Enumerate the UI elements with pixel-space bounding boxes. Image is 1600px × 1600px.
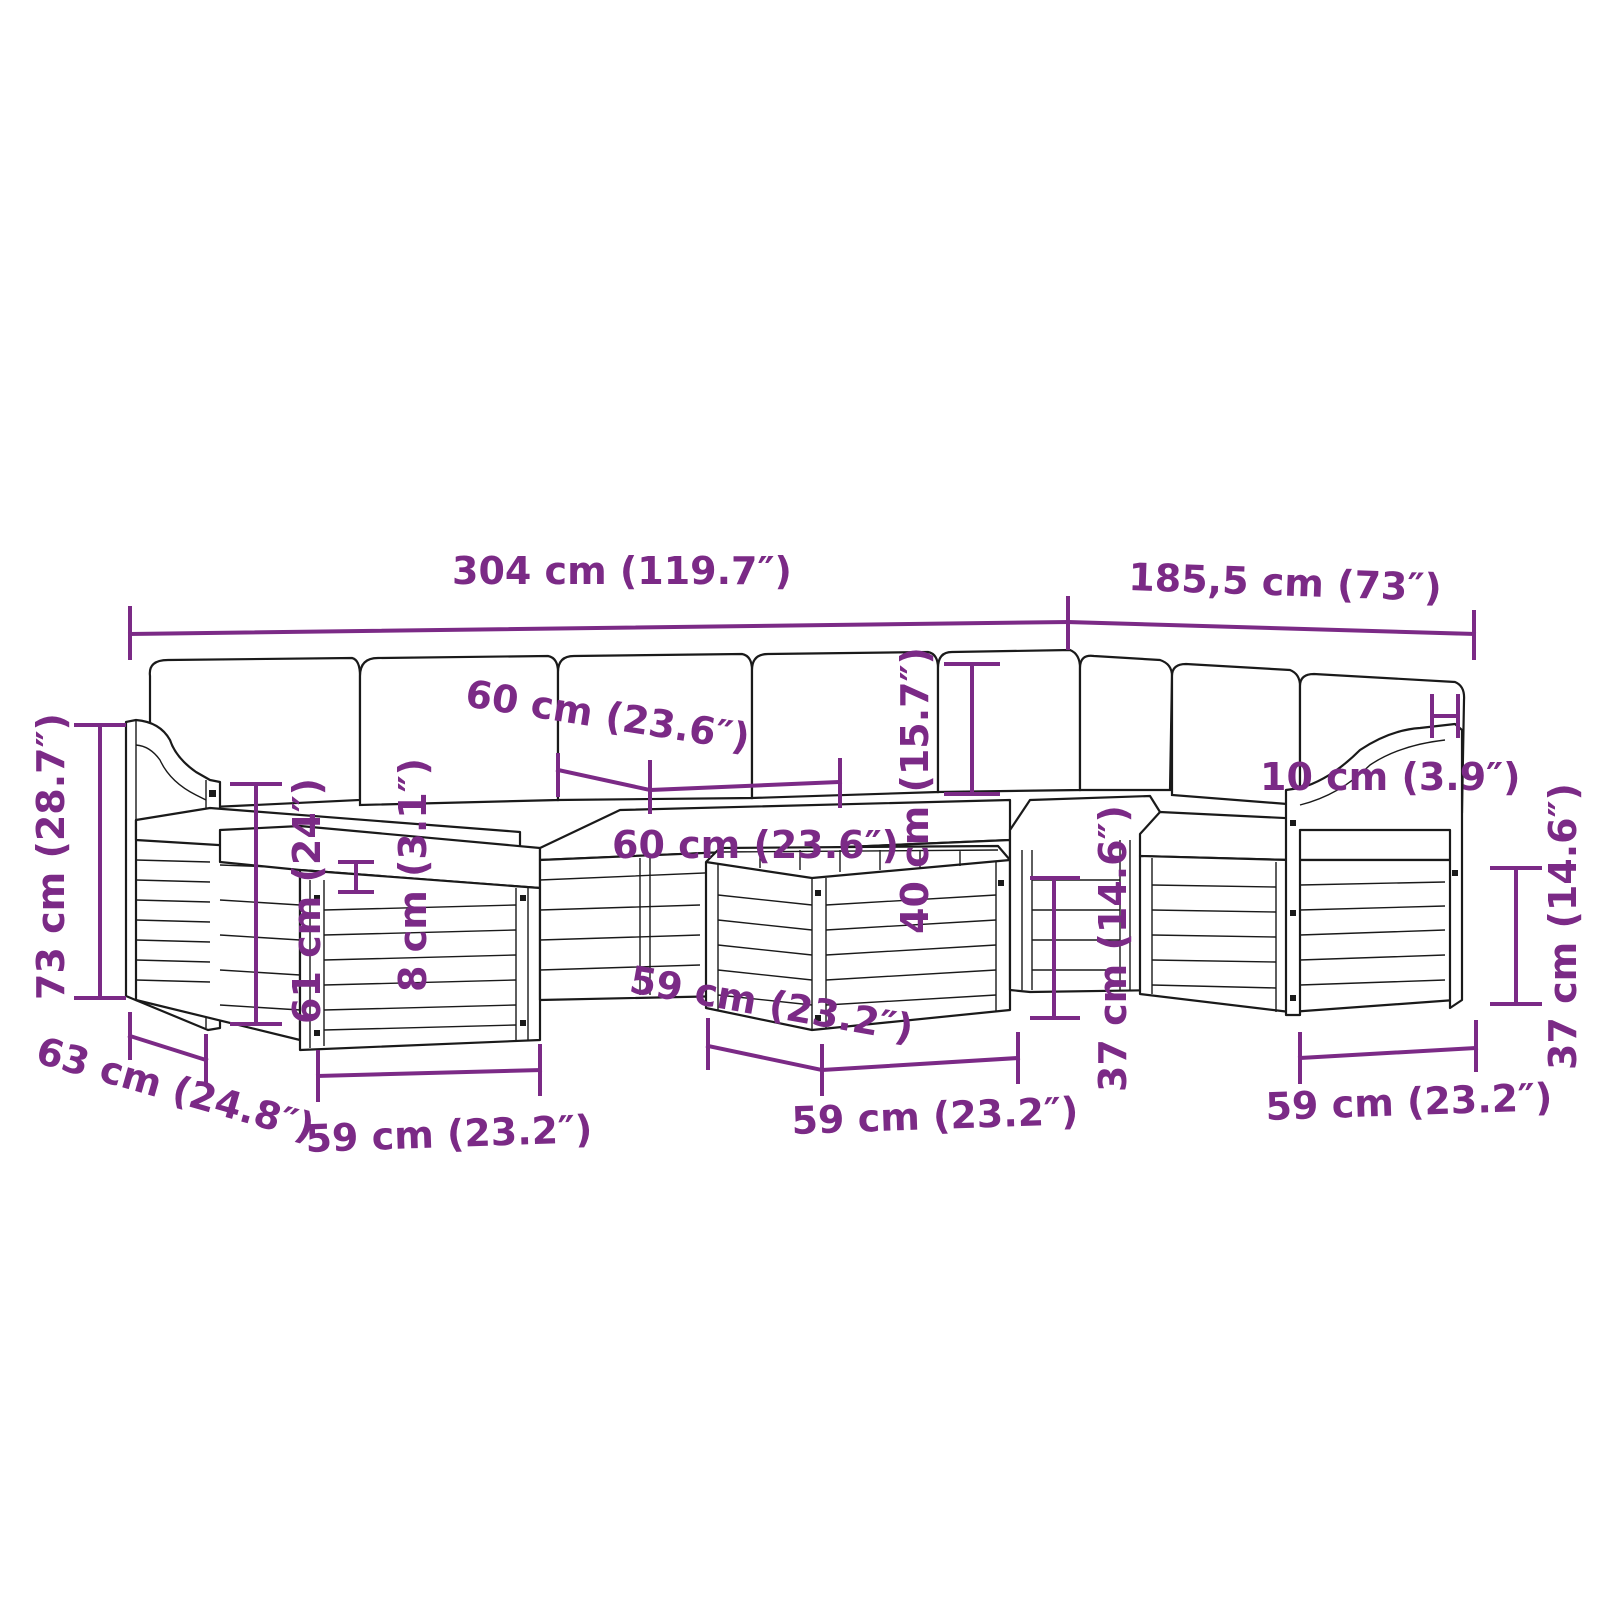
table-width-label: 59 cm (23.2″) [791,1089,1079,1143]
dimension-labels: 304 cm (119.7″) 185,5 cm (73″) 60 cm (23… [29,549,1585,1161]
seat-height-middle-label: 37 cm (14.6″) [1091,805,1135,1092]
right-armrest [1284,722,1464,1017]
left-seat-module [218,824,542,1052]
armrest-height-label: 61 cm (24″) [285,778,329,1024]
dimension-lines [74,596,1542,1102]
total-depth-label: 63 cm (24.8″) [32,1028,320,1149]
armrest-depth-label: 10 cm (3.9″) [1260,755,1521,799]
total-height-label: 73 cm (28.7″) [29,713,73,1000]
corner-width-label: 185,5 cm (73″) [1128,555,1443,610]
seat-height-right-label: 37 cm (14.6″) [1541,783,1585,1070]
coffee-table [704,844,1012,1032]
left-module-width-label: 59 cm (23.2″) [305,1107,593,1161]
cushion-seat-width-label: 60 cm (23.6″) [612,823,899,867]
right-module-width-label: 59 cm (23.2″) [1265,1075,1553,1129]
back-cushion-height-label: 40 cm (15.7″) [893,647,937,934]
total-width-label: 304 cm (119.7″) [452,549,792,593]
seat-cushion-thickness-label: 8 cm (3.1″) [391,758,435,992]
